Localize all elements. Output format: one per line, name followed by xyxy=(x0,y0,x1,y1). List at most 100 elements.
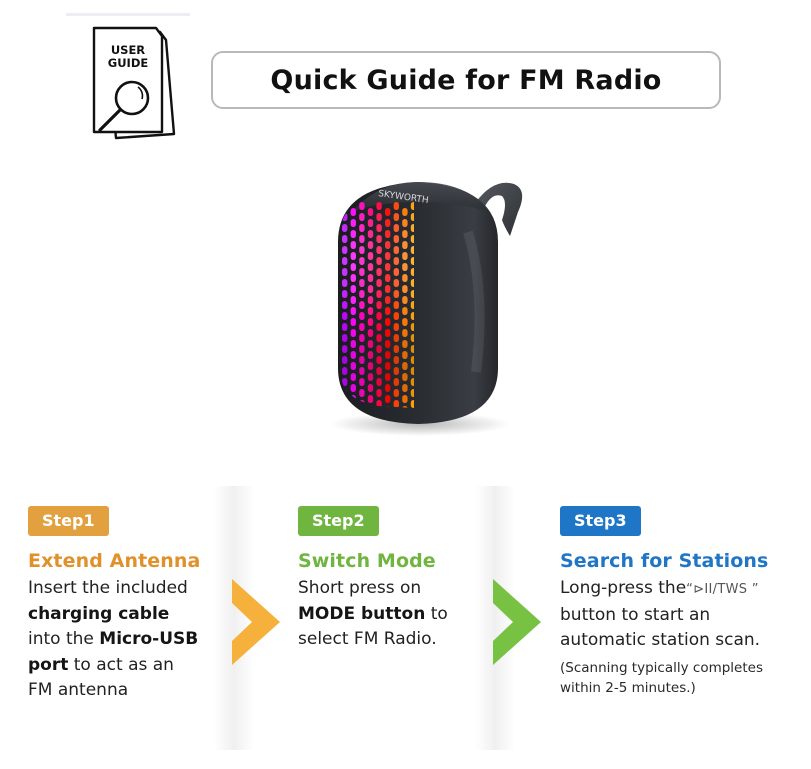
speaker-led-slot xyxy=(367,230,374,238)
speaker-led-slot xyxy=(385,318,391,326)
step-3: Step3 Search for Stations Long-press the… xyxy=(560,506,768,698)
step-1-line-3: into the Micro-USB xyxy=(28,629,199,649)
step-3-line-2: button to start an xyxy=(560,604,711,625)
speaker-led-slot xyxy=(393,345,399,353)
speaker-led-slot xyxy=(376,268,382,276)
speaker-led-slot xyxy=(350,252,356,260)
speaker-led-slot xyxy=(376,334,382,342)
speaker-led-slot xyxy=(410,345,414,353)
speaker-led-slot xyxy=(376,378,382,386)
speaker-led-slot xyxy=(402,362,408,370)
speaker-led-slot xyxy=(342,246,348,254)
speaker-led-slot xyxy=(410,213,414,221)
speaker-led-slot xyxy=(350,373,356,381)
speaker-led-slot xyxy=(376,246,382,254)
speaker-led-slot xyxy=(376,279,382,287)
guide-icon-label-1: USER xyxy=(111,43,145,57)
step-1-line-1: Insert the included xyxy=(28,578,188,598)
step-2-heading: Switch Mode xyxy=(298,550,436,572)
step-1-line-5: FM antenna xyxy=(28,680,129,700)
speaker-led-slot xyxy=(359,345,365,353)
speaker-led-slot xyxy=(350,285,356,293)
speaker-led-slot xyxy=(342,268,348,276)
speaker-led-slot xyxy=(342,367,348,375)
step-1-badge: Step1 xyxy=(28,506,109,536)
speaker-led-slot xyxy=(359,213,365,221)
speaker-led-slot xyxy=(367,373,374,381)
speaker-led-slot xyxy=(359,268,365,276)
speaker-led-slot xyxy=(376,257,382,265)
speaker-led-slot xyxy=(410,323,414,331)
speaker-led-slot xyxy=(393,279,399,287)
step-2: Step2 Switch Mode Short press on MODE bu… xyxy=(298,506,448,653)
speaker-led-slot xyxy=(385,362,391,370)
speaker-led-slot xyxy=(367,384,374,392)
speaker-led-slot xyxy=(385,395,391,403)
speaker-led-slot xyxy=(367,351,374,359)
step-1-line-4: port to act as an xyxy=(28,654,174,675)
speaker-led-slot xyxy=(376,213,382,221)
speaker-led-slot xyxy=(402,263,408,271)
speaker-led-slot xyxy=(367,362,374,370)
step-3-line-3: automatic station scan. xyxy=(560,630,761,650)
speaker-led-slot xyxy=(342,345,348,353)
speaker-led-slot xyxy=(410,279,414,287)
speaker-led-slot xyxy=(376,389,382,397)
step-2-badge: Step2 xyxy=(298,506,379,536)
speaker-led-slot xyxy=(410,224,414,232)
speaker-led-slot xyxy=(350,274,356,282)
speaker-led-slot xyxy=(359,290,365,298)
page-title: Quick Guide for FM Radio xyxy=(270,64,662,96)
speaker-led-slot xyxy=(342,378,348,386)
speaker-led-slot xyxy=(342,400,348,408)
speaker-led-slot xyxy=(402,208,408,216)
speaker-led-slot xyxy=(385,384,391,392)
speaker-led-slot xyxy=(367,219,374,227)
speaker-led-slot xyxy=(393,268,399,276)
speaker-led-slot xyxy=(376,290,382,298)
header-divider xyxy=(66,13,190,16)
speaker-led-slot xyxy=(393,257,399,265)
speaker-led-slot xyxy=(393,389,399,397)
speaker-led-slot xyxy=(385,208,391,216)
speaker-led-slot xyxy=(402,329,408,337)
speaker-led-slot xyxy=(350,340,356,348)
speaker-led-slot xyxy=(359,257,365,265)
speaker-led-slot xyxy=(367,241,374,249)
speaker-led-slot xyxy=(410,367,414,375)
title-box: Quick Guide for FM Radio xyxy=(211,51,721,109)
speaker-led-slot xyxy=(402,252,408,260)
speaker-led-slot xyxy=(359,378,365,386)
speaker-led-slot xyxy=(359,356,365,364)
speaker-led-slot xyxy=(359,323,365,331)
speaker-led-slot xyxy=(385,285,391,293)
speaker-led-slot xyxy=(350,241,356,249)
speaker-led-slot xyxy=(410,378,414,386)
speaker-led-slot xyxy=(402,241,408,249)
step-1-heading: Extend Antenna xyxy=(28,550,201,572)
speaker-led-slot xyxy=(402,340,408,348)
speaker-led-slot xyxy=(359,312,365,320)
speaker-led-slot xyxy=(376,345,382,353)
speaker-led-slot xyxy=(402,351,408,359)
speaker-led-slot xyxy=(410,312,414,320)
speaker-led-slot xyxy=(359,279,365,287)
speaker-led-slot xyxy=(402,373,408,381)
speaker-led-slot xyxy=(350,307,356,315)
speaker-led-slot xyxy=(342,279,348,287)
speaker-led-slot xyxy=(402,230,408,238)
speaker-led-slot xyxy=(350,362,356,370)
speaker-led-slot xyxy=(385,219,391,227)
step-3-note-line-1: (Scanning typically completes xyxy=(560,659,763,676)
speaker-led-slot xyxy=(410,290,414,298)
play-pause-tws-button-label: “⊳II/TWS ” xyxy=(686,582,759,597)
speaker-led-slot xyxy=(385,329,391,337)
speaker-led-slot xyxy=(410,334,414,342)
speaker-led-slot xyxy=(385,230,391,238)
speaker-led-slot xyxy=(402,384,408,392)
speaker-led-slot xyxy=(393,356,399,364)
speaker-led-slot xyxy=(342,257,348,265)
speaker-led-slot xyxy=(410,246,414,254)
speaker-led-slot xyxy=(342,301,348,309)
speaker-led-slot xyxy=(393,323,399,331)
